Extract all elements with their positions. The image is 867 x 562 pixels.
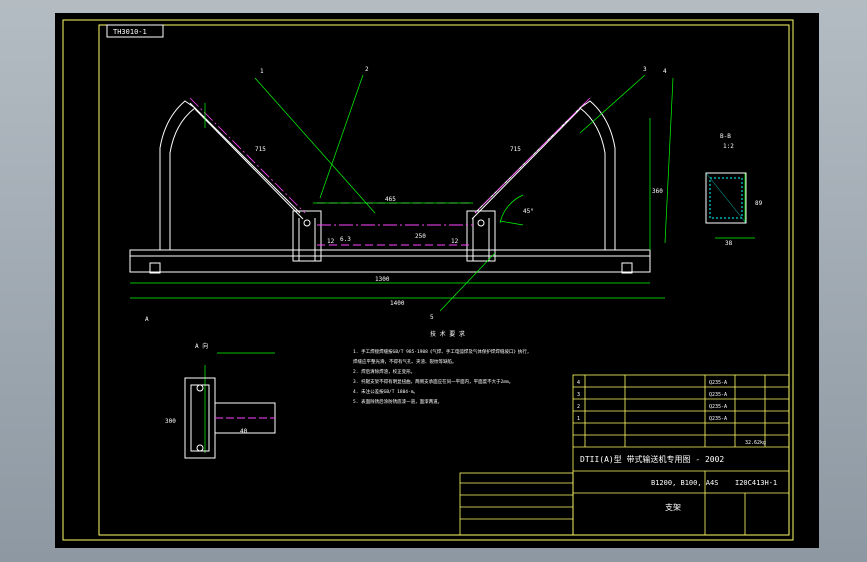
view-a-marker: A [145,316,149,323]
dim-center-span: 250 [415,233,426,240]
bom-row-2-mat: Q235-A [709,404,727,410]
dim-left-offset: 12 [327,238,335,245]
dim-overall-length: 1300 [375,276,390,283]
title-block [459,374,790,536]
notes-line-2: 2. 焊后清除焊渣，校正变形。 [353,368,415,375]
view-a-title: A 向 [195,342,208,350]
bom-row-3-mat: Q235-A [709,392,727,398]
inner-frame [98,24,790,536]
notes-line-5: 5. 表面除锈后涂防锈底漆一道，面漆两道。 [353,398,442,405]
title-code: I20C413H-1 [735,479,777,487]
base-plate [129,249,651,274]
dim-inner-width: 465 [385,196,396,203]
bom-row-2-no: 2 [577,404,580,410]
right-bracket [466,210,496,262]
notes-line-3: 3. 托辊支架不得有明显扭曲，两侧支承面应在同一平面内，平面度不大于2mm。 [353,378,513,385]
dim-bb-width: 89 [755,200,763,207]
drawing-tag: TH3010-1 [113,28,147,36]
right-upright [471,100,616,250]
technical-notes: 技 术 要 求 1. 手工焊接焊缝按GB/T 985-1988《气焊、手工电弧焊… [353,330,531,405]
dim-right-side: 715 [510,146,521,153]
title-subtitle: B1200, B100, A4S [651,479,718,487]
left-bracket [292,210,322,262]
dim-right-offset: 12 [451,238,459,245]
dim-small: 6.3 [340,236,351,243]
dim-height: 360 [652,188,663,195]
drawing-tag-box [106,24,164,38]
balloon-3: 3 [643,66,647,73]
outer-frame [62,19,794,541]
notes-line-4: 4. 未注公差按GB/T 1804-m。 [353,388,418,395]
balloon-1: 1 [260,68,264,75]
dim-bb-depth: 38 [725,240,733,247]
bom-row-1-mat: Q235-A [709,416,727,422]
left-upright [159,100,304,250]
view-a: A 向 [184,342,276,459]
dimension-lines [130,74,755,453]
bom-row-3-no: 3 [577,392,580,398]
drawing-sheet: TH3010-1 [55,13,819,548]
balloon-5: 5 [430,314,434,321]
dim-angle: 45° [523,208,534,215]
bom-row-1-no: 1 [577,416,580,422]
bom-row-4-mat: Q235-A [709,380,727,386]
section-bb: B-B 1:2 [705,133,747,224]
section-bb-scale: 1:2 [723,143,734,150]
title-header: DTII(A)型 带式输送机专用图 - 2002 [580,454,724,464]
notes-title: 技 术 要 求 [430,330,465,338]
notes-line-1: 焊缝应平整光滑，不得有气孔、夹渣、裂纹等缺陷。 [353,358,457,365]
notes-line-0: 1. 手工焊接焊缝按GB/T 985-1988《气焊、手工电弧焊及气体保护焊焊缝… [353,348,531,355]
incline-center-lines [189,97,591,214]
dim-a-height: 300 [165,418,176,425]
title-weight: 32.62kg [745,440,766,446]
dim-left-side: 715 [255,146,266,153]
balloon-2: 2 [365,66,369,73]
balloon-4: 4 [663,68,667,75]
title-name: 支架 [665,502,681,512]
bom-row-4-no: 4 [577,380,580,386]
section-bb-title: B-B [720,133,731,140]
dim-a-width: 40 [240,428,248,435]
dim-base-length: 1400 [390,300,405,307]
cad-drawing: TH3010-1 [62,19,794,541]
